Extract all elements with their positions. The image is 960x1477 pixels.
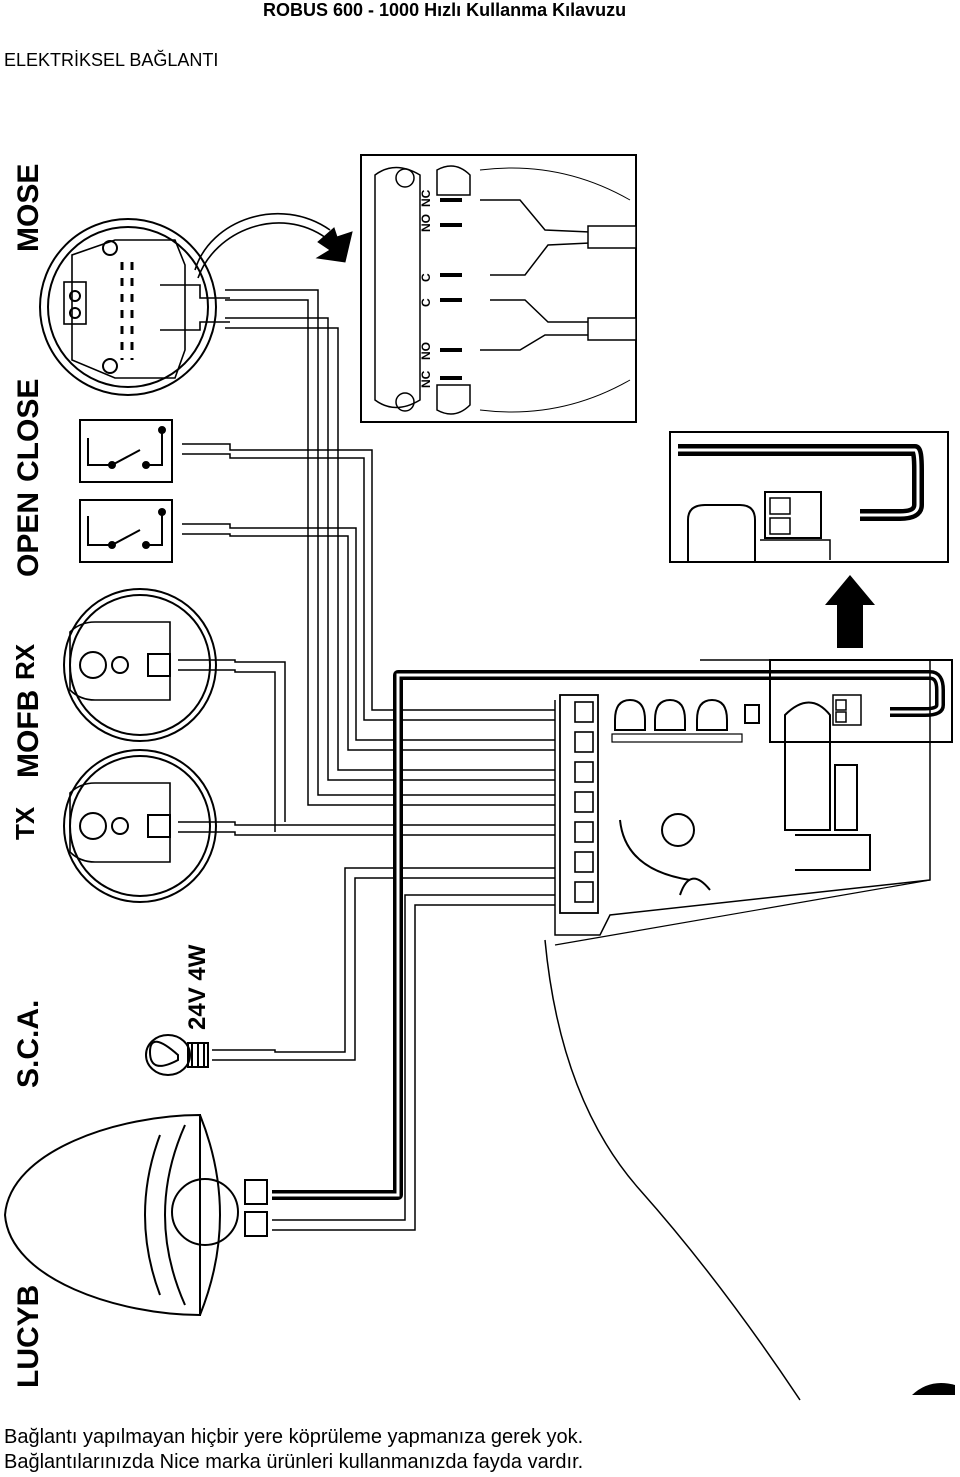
label-rx: RX	[10, 643, 40, 680]
footer-note-2: Bağlantılarınızda Nice marka ürünleri ku…	[4, 1451, 584, 1473]
label-lucyb: LUCYB	[12, 1285, 45, 1388]
page-corner-mark	[912, 1382, 955, 1395]
control-unit	[544, 659, 931, 1401]
lucyb-flasher	[3, 1113, 268, 1317]
lucyb-wires	[272, 894, 555, 1231]
close-pushbutton	[79, 419, 173, 483]
photocell-rx	[63, 588, 217, 742]
label-tx: TX	[10, 806, 40, 840]
contact-label-5: NO	[419, 214, 433, 232]
contact-label-3: C	[419, 298, 433, 307]
contact-label-4: C	[419, 273, 433, 282]
sca-bulb	[145, 1034, 209, 1076]
pushbutton-wires	[182, 443, 555, 751]
antenna-highlight-box	[769, 659, 953, 743]
contact-label-2: NO	[419, 342, 433, 360]
bulb-spec-label: 24V 4W	[184, 944, 211, 1030]
contact-label-1: NC	[419, 370, 433, 388]
label-close: CLOSE	[12, 379, 45, 482]
sca-wires	[212, 867, 555, 1061]
antenna-cable	[272, 670, 945, 1200]
antenna-terminal-inset	[669, 431, 949, 563]
wiring-diagram: MOSE CLOSE OPEN RX MOFB TX S.C.A. 24V 4W…	[3, 154, 955, 1401]
label-sca: S.C.A.	[12, 1000, 45, 1088]
mose-key-selector	[39, 218, 217, 396]
section-heading: ELEKTRİKSEL BAĞLANTI	[4, 50, 219, 70]
open-pushbutton	[79, 499, 173, 563]
footer-note-1: Bağlantı yapılmayan hiçbir yere köprülem…	[4, 1426, 584, 1448]
photocell-wires	[178, 659, 555, 836]
mose-wire	[225, 289, 555, 806]
photocell-tx	[63, 749, 217, 903]
up-arrow	[825, 575, 875, 648]
label-mose: MOSE	[12, 164, 45, 252]
label-mofb: MOFB	[12, 690, 45, 778]
mose-contacts-inset: NC NO C C NO NC	[360, 154, 637, 423]
mose-cable	[160, 213, 331, 331]
contact-label-6: NC	[419, 189, 433, 207]
label-open: OPEN	[12, 492, 45, 577]
document-title: ROBUS 600 - 1000 Hızlı Kullanma Kılavuzu	[263, 0, 627, 20]
zoom-arrow	[315, 227, 353, 263]
